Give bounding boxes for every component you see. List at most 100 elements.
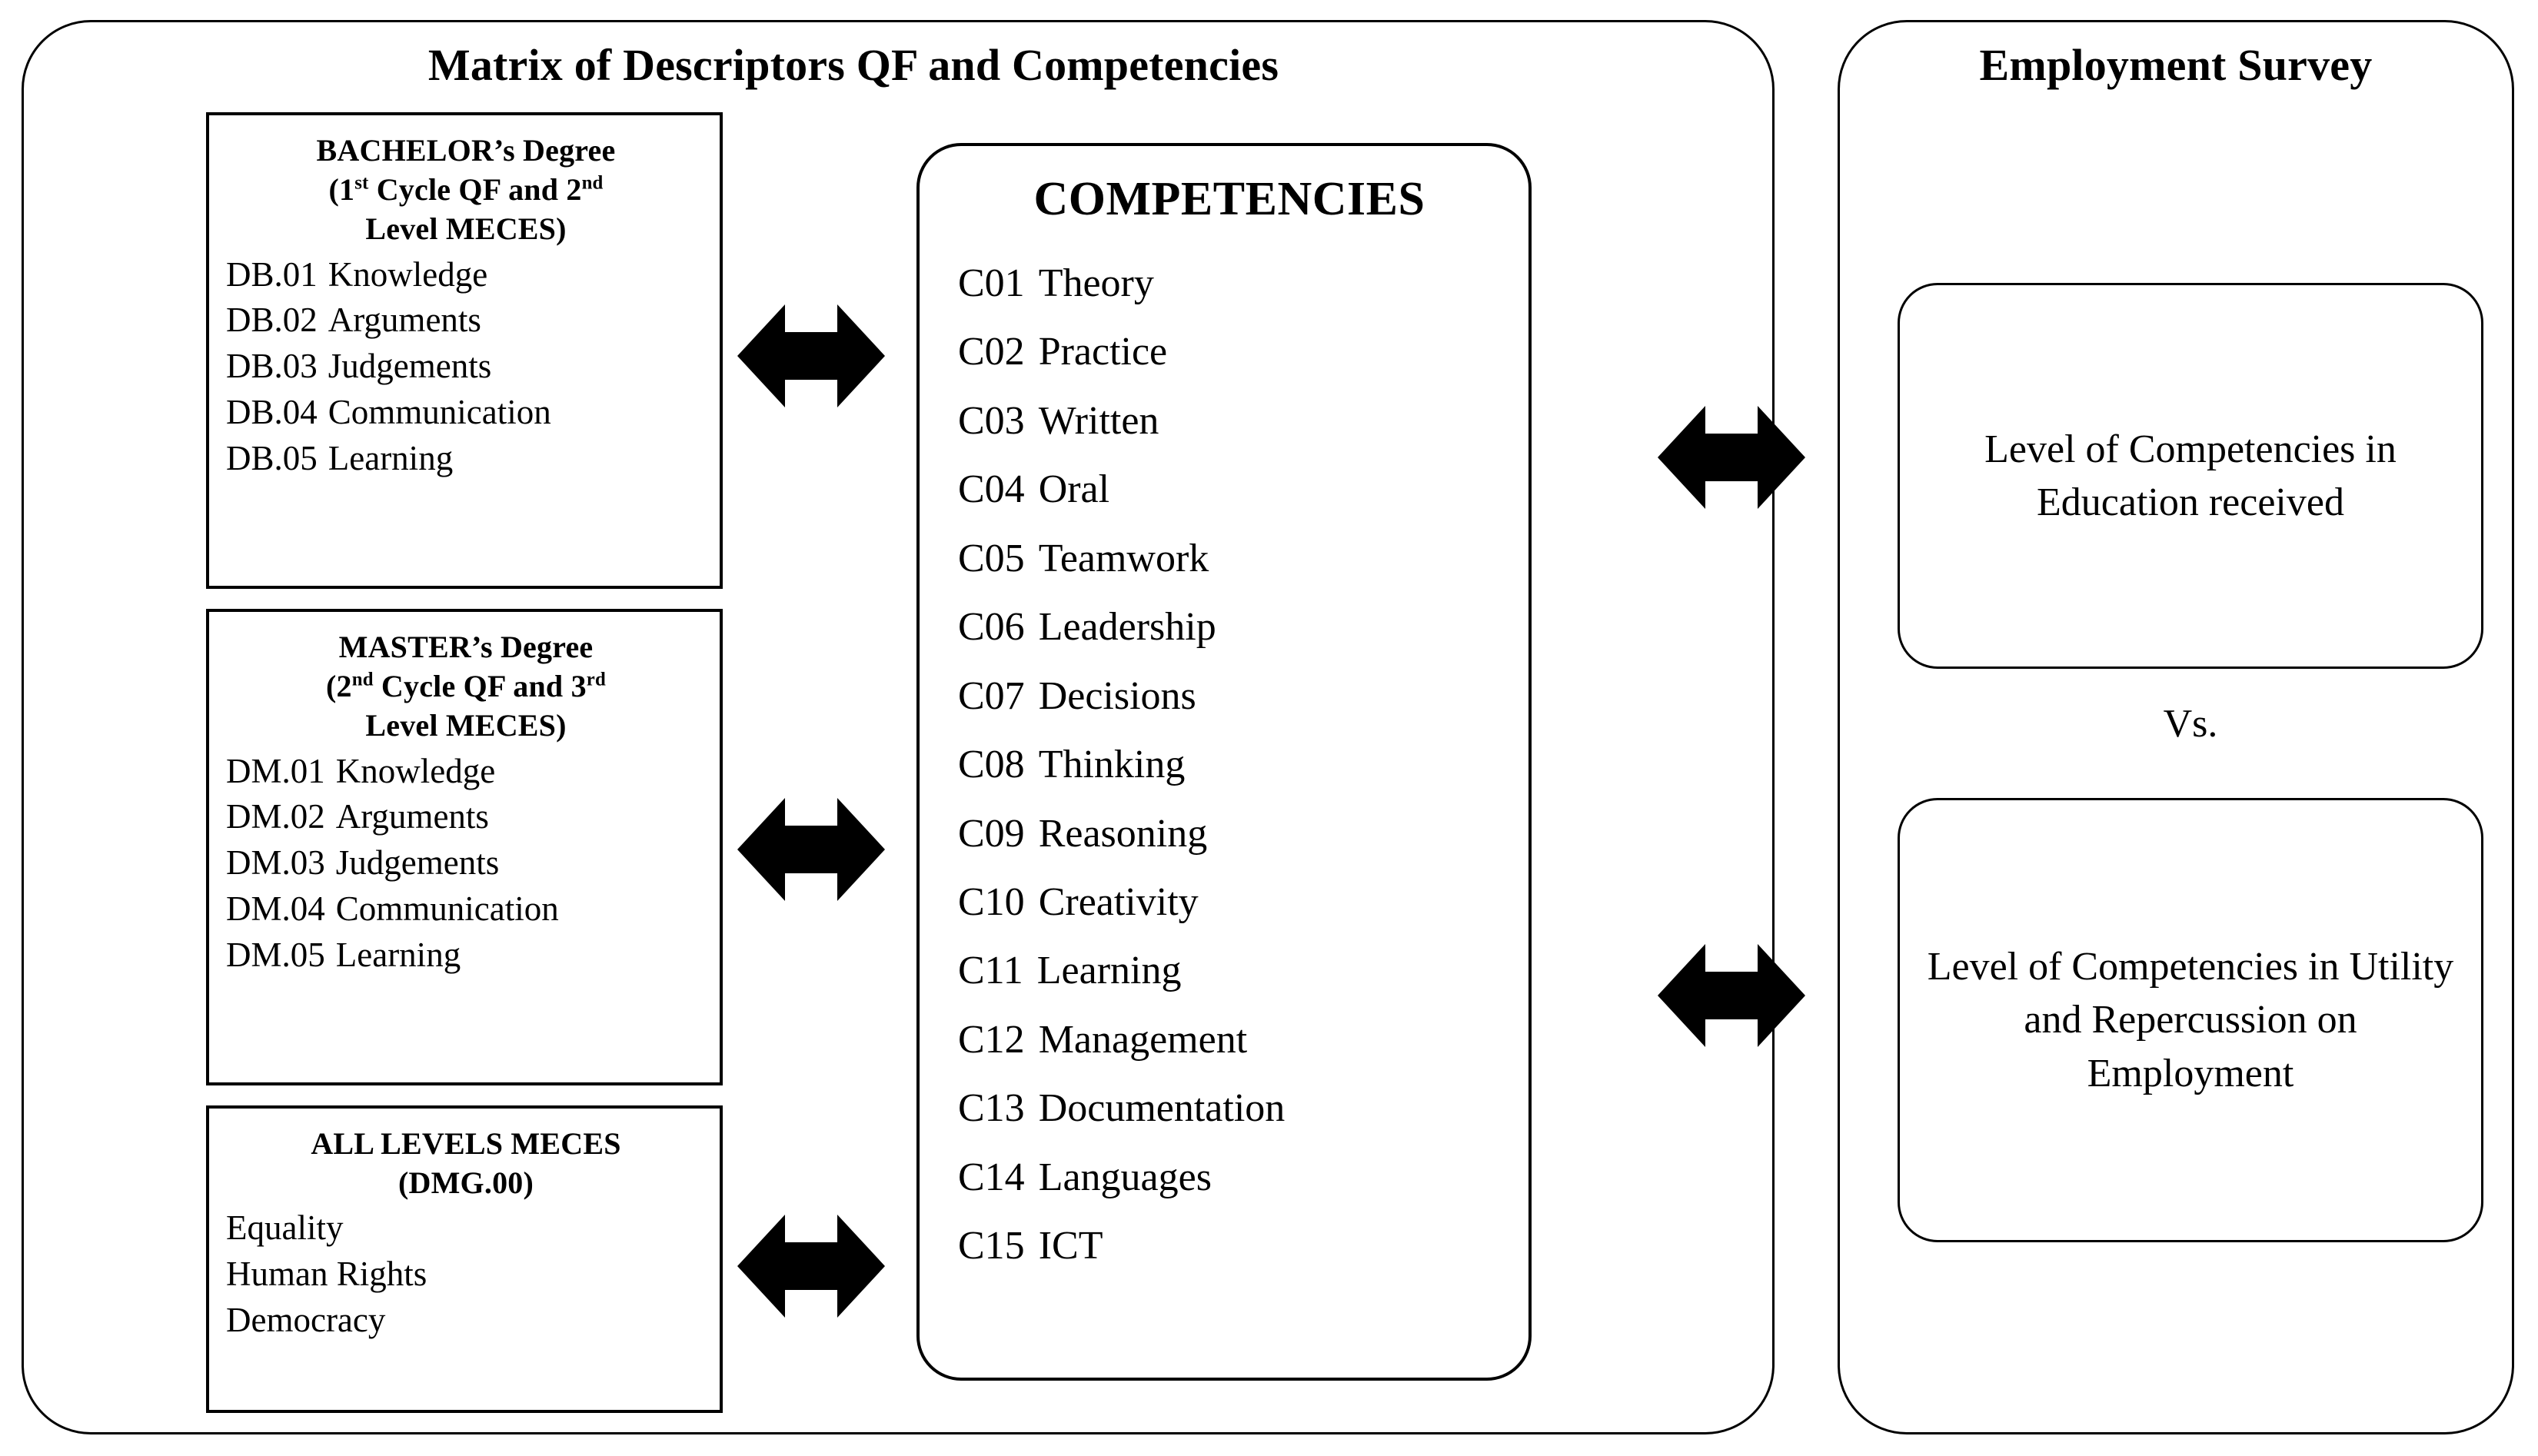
list-item: C06 Leadership — [958, 593, 1508, 661]
master-heading-sup-2: rd — [586, 669, 606, 690]
competency-code: C08 — [958, 743, 1025, 787]
list-item: DB.04 Communication — [226, 390, 706, 436]
education-competencies-box: Level of Competencies in Education recei… — [1898, 283, 2483, 669]
list-item: DM.01 Knowledge — [226, 749, 706, 795]
list-item: DB.03 Judgements — [226, 344, 706, 390]
master-heading-line-1: MASTER’s Degree — [338, 630, 594, 664]
list-item: C15 ICT — [958, 1212, 1508, 1280]
descriptor-label: Communication — [328, 393, 551, 432]
bachelor-heading-sup-2: nd — [581, 172, 604, 194]
double-arrow-icon — [734, 291, 888, 421]
competency-label: Thinking — [1038, 743, 1186, 787]
descriptor-code: DB.03 — [226, 347, 318, 386]
employment-survey-title: Employment Survey — [1979, 40, 2373, 90]
competency-label: ICT — [1038, 1224, 1103, 1268]
employment-competencies-label: Level of Competencies in Utility and Rep… — [1927, 945, 2454, 1095]
competency-label: Learning — [1036, 949, 1182, 993]
competency-code: C03 — [958, 398, 1025, 443]
competency-label: Reasoning — [1038, 811, 1208, 856]
descriptor-label: Arguments — [328, 301, 481, 340]
competency-label: Leadership — [1038, 605, 1216, 650]
competency-label: Theory — [1038, 261, 1154, 305]
all-levels-heading-line-1: ALL LEVELS MECES — [311, 1126, 621, 1161]
competency-label: Written — [1038, 398, 1159, 443]
vs-label: Vs. — [2163, 702, 2218, 746]
competency-label: Oral — [1038, 467, 1110, 512]
double-arrow-icon — [1655, 392, 1808, 523]
all-levels-heading-line-2: (DMG.00) — [398, 1165, 534, 1201]
competency-label: Decisions — [1038, 673, 1196, 718]
page-title: Matrix of Descriptors QF and Competencie… — [427, 40, 1279, 90]
descriptor-label: Communication — [335, 889, 559, 929]
competency-code: C15 — [958, 1224, 1025, 1268]
descriptor-code: DM.01 — [226, 751, 325, 790]
competency-label: Management — [1038, 1017, 1248, 1062]
list-item: C04 Oral — [958, 455, 1508, 524]
list-item: DM.02 Arguments — [226, 794, 706, 840]
competency-code: C14 — [958, 1155, 1025, 1199]
bachelor-heading-line-1: BACHELOR’s Degree — [316, 133, 616, 168]
competency-code: C12 — [958, 1017, 1025, 1062]
list-item: DB.05 Learning — [226, 436, 706, 482]
list-item: C09 Reasoning — [958, 799, 1508, 868]
bachelor-heading-line-2: (1st Cycle QF and 2nd — [226, 170, 706, 209]
list-item: Human Rights — [226, 1252, 706, 1298]
all-levels-descriptor-box: ALL LEVELS MECES (DMG.00) Equality Human… — [206, 1105, 723, 1413]
descriptor-label: Learning — [328, 438, 454, 477]
competency-label: Creativity — [1038, 879, 1199, 924]
descriptor-code: DB.05 — [226, 438, 318, 477]
bachelor-heading-sup-1: st — [354, 172, 369, 194]
competency-code: C02 — [958, 330, 1025, 374]
competency-label: Teamwork — [1038, 536, 1209, 580]
double-arrow-icon — [734, 784, 888, 915]
descriptor-label: Judgements — [335, 843, 500, 883]
descriptor-label: Knowledge — [335, 751, 496, 790]
bachelor-box-heading: BACHELOR’s Degree (1st Cycle QF and 2nd … — [226, 131, 706, 249]
competency-code: C04 — [958, 467, 1025, 512]
education-competencies-label: Level of Competencies in Education recei… — [1984, 427, 2397, 524]
competency-label: Practice — [1038, 330, 1168, 374]
list-item: C03 Written — [958, 387, 1508, 455]
descriptor-label: Arguments — [335, 797, 489, 836]
list-item: C08 Thinking — [958, 730, 1508, 799]
competency-code: C01 — [958, 261, 1025, 305]
descriptor-code: DM.02 — [226, 797, 325, 836]
list-item: C01 Theory — [958, 249, 1508, 317]
competency-code: C07 — [958, 673, 1025, 718]
double-arrow-icon — [1655, 930, 1808, 1061]
competencies-list: C01 Theory C02 Practice C03 Written C04 Oral… — [950, 249, 1508, 1281]
master-heading-paren: (2 — [326, 669, 352, 704]
competency-label: Documentation — [1038, 1086, 1286, 1131]
competency-code: C06 — [958, 605, 1025, 650]
bachelor-heading-paren: (1 — [328, 172, 355, 208]
descriptor-label: Knowledge — [328, 254, 488, 294]
all-levels-descriptor-list: Equality Human Rights Democracy — [226, 1205, 706, 1344]
descriptor-label: Learning — [335, 935, 461, 974]
master-heading-line-2: (2nd Cycle QF and 3rd — [226, 667, 706, 706]
double-arrow-icon — [734, 1201, 888, 1331]
descriptor-code: DB.04 — [226, 393, 318, 432]
bachelor-heading-mid: Cycle QF and 2 — [368, 172, 582, 208]
competency-code: C09 — [958, 811, 1025, 856]
master-heading-line-3: Level MECES) — [365, 708, 567, 743]
employment-competencies-box: Level of Competencies in Utility and Rep… — [1898, 798, 2483, 1242]
competency-code: C05 — [958, 536, 1025, 580]
descriptor-label: Democracy — [226, 1301, 386, 1340]
descriptor-label: Human Rights — [226, 1255, 427, 1294]
descriptor-label: Judgements — [328, 347, 492, 386]
list-item: Democracy — [226, 1298, 706, 1344]
competency-code: C11 — [958, 949, 1023, 993]
competency-code: C13 — [958, 1086, 1025, 1131]
descriptor-code: DM.03 — [226, 843, 325, 883]
descriptor-label: Equality — [226, 1208, 344, 1248]
list-item: C13 Documentation — [958, 1074, 1508, 1142]
